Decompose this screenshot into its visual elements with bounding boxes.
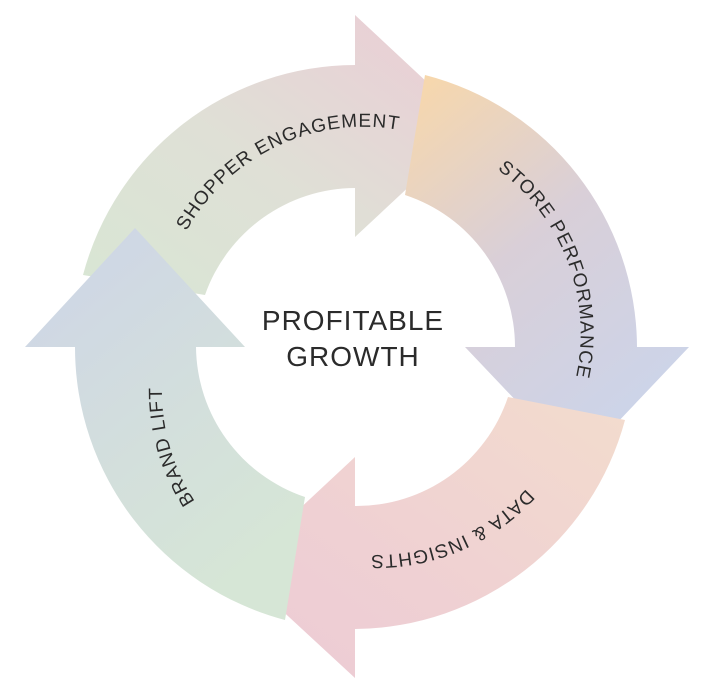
center-title: PROFITABLE GROWTH	[203, 303, 503, 375]
center-title-line-1: PROFITABLE	[261, 305, 445, 336]
segment-shopper-engagement-arrow	[83, 15, 474, 295]
segment-brand-lift-arrow	[25, 228, 305, 620]
segment-data-insights-arrow	[236, 397, 625, 678]
segment-store-performance-arrow	[405, 75, 689, 465]
center-title-line-2: GROWTH	[286, 341, 420, 372]
